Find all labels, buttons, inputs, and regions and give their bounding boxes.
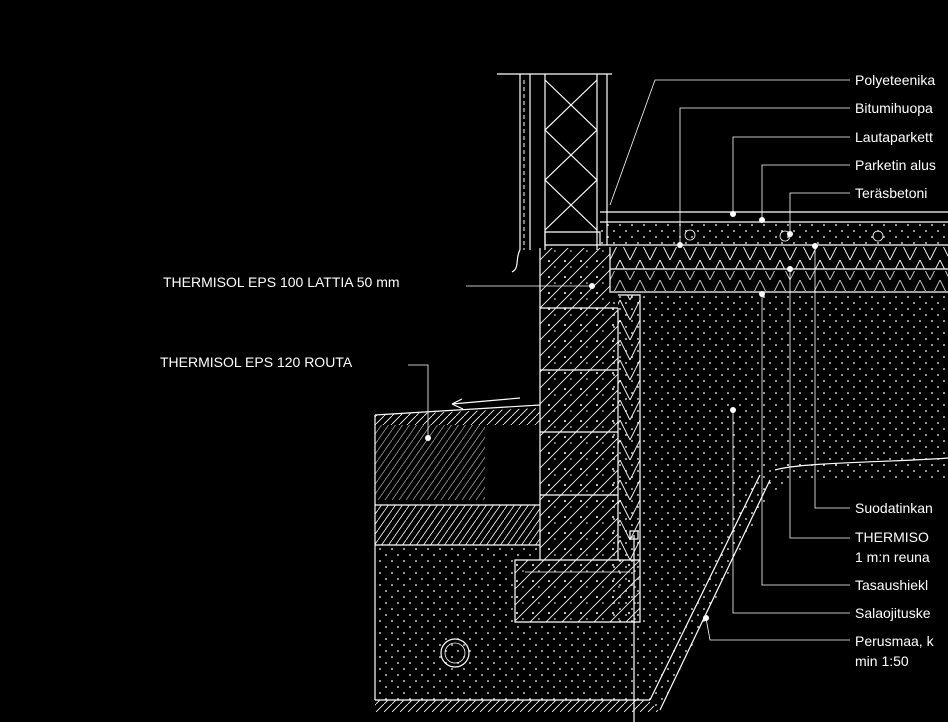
label-bitumen-felt: Bitumihuopa (855, 100, 933, 116)
label-drainage-layer: Salaojituske (855, 605, 931, 621)
label-reinforced-concrete: Teräsbetoni (855, 185, 927, 201)
label-eps120-frost: THERMISOL EPS 120 ROUTA (160, 354, 353, 370)
foundation-wall (539, 248, 641, 560)
left-labels: THERMISOL EPS 100 LATTIA 50 mm THERMISOL… (160, 274, 400, 370)
floor-structure (600, 211, 948, 293)
label-subsoil: Perusmaa, k (855, 633, 935, 649)
timber-wall (497, 73, 612, 273)
drain-gravel-zone (375, 457, 948, 712)
label-filter-fabric: Suodatinkan (855, 500, 933, 516)
label-levelling-sand: Tasaushiekl (855, 577, 928, 593)
right-labels: Polyeteenika Bitumihuopa Lautaparkett Pa… (855, 72, 936, 669)
footing (514, 530, 641, 722)
outside-ground (374, 404, 541, 700)
label-slope: min 1:50 (855, 653, 909, 669)
drain-pipe (440, 638, 470, 668)
leader-lines (408, 79, 850, 641)
label-thermisol: THERMISO (855, 529, 929, 545)
slope-arrow (451, 397, 521, 410)
label-polyethylene: Polyeteenika (855, 72, 935, 88)
label-parquet-underlay: Parketin alus (855, 157, 936, 173)
label-parquet: Lautaparkett (855, 129, 933, 145)
label-edge-1m: 1 m:n reuna (855, 549, 930, 565)
label-eps100-floor: THERMISOL EPS 100 LATTIA 50 mm (163, 274, 400, 290)
ground-fill (375, 292, 948, 700)
leader-dots (425, 211, 818, 621)
